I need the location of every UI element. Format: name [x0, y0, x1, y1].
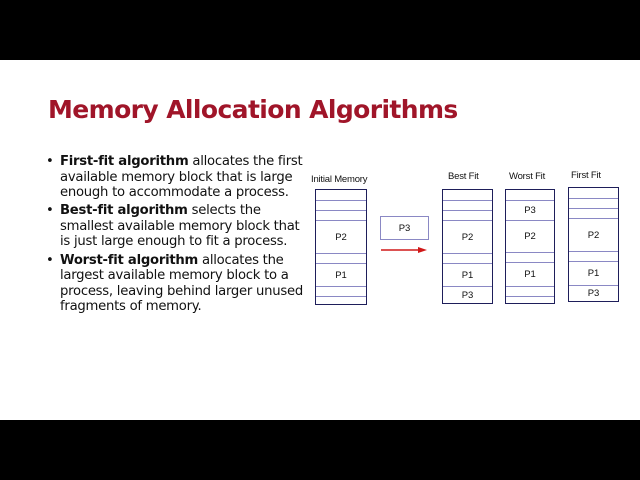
memory-block-p2: P2 [569, 218, 618, 251]
memory-block-free [316, 286, 366, 296]
memory-block-p2: P2 [443, 220, 492, 253]
memory-block-p2: P2 [316, 220, 366, 253]
label-first-fit: First Fit [571, 170, 601, 181]
label-worst-fit: Worst Fit [509, 171, 546, 182]
memory-block-free [316, 200, 366, 210]
memory-block-free [316, 296, 366, 304]
bullet-dot-icon: • [46, 154, 54, 169]
memory-block-free [443, 253, 492, 263]
memory-block-p3: P3 [569, 285, 618, 301]
bullet-text: allocates the largest available memory b… [60, 252, 303, 315]
label-initial-memory: Initial Memory [311, 174, 368, 185]
memory-block-p1: P1 [569, 261, 618, 285]
bullet-worst-fit: • Worst-fit algorithm allocates the larg… [45, 253, 307, 315]
memory-block-p3: P3 [506, 200, 554, 220]
memory-block-p2: P2 [506, 220, 554, 252]
memory-allocation-diagram: Initial Memory Best Fit Worst Fit First … [0, 60, 640, 420]
bullet-term: Worst-fit algorithm [60, 252, 199, 268]
memory-block-free [443, 190, 492, 200]
bullet-dot-icon: • [46, 203, 54, 219]
bullet-term: First-fit algorithm [60, 154, 189, 169]
slide: Memory Allocation Algorithms • First-fit… [0, 60, 640, 420]
bullet-text: selects the smallest available memory bl… [60, 203, 300, 250]
arrow-right-icon [381, 247, 427, 253]
incoming-process-p3: P3 [380, 216, 429, 240]
letterbox-bottom [0, 420, 640, 480]
memory-block-free [443, 210, 492, 220]
memory-block-free [316, 210, 366, 220]
memory-column-initial: P2 P1 [315, 189, 367, 305]
memory-block-free [569, 198, 618, 208]
memory-block-p1: P1 [506, 262, 554, 286]
memory-block-free [506, 286, 554, 296]
memory-block-free [443, 200, 492, 210]
memory-block-free [316, 253, 366, 263]
memory-column-worst-fit: P3 P2 P1 [505, 189, 555, 304]
bullet-text: allocates the first available memory blo… [60, 154, 303, 201]
memory-column-first-fit: P2 P1 P3 [568, 187, 619, 302]
memory-block-free [569, 208, 618, 218]
memory-block-p1: P1 [443, 263, 492, 286]
memory-block-free [506, 296, 554, 303]
bullet-term: Best-fit algorithm [60, 203, 188, 219]
label-best-fit: Best Fit [448, 171, 479, 182]
memory-block-free [569, 188, 618, 198]
memory-block-free [569, 251, 618, 261]
memory-block-free [506, 190, 554, 200]
memory-block-free [316, 190, 366, 200]
bullet-list: • First-fit algorithm allocates the firs… [45, 154, 307, 317]
bullet-best-fit: • Best-fit algorithm selects the smalles… [45, 203, 307, 250]
bullet-dot-icon: • [46, 252, 54, 268]
letterbox-top [0, 0, 640, 60]
bullet-first-fit: • First-fit algorithm allocates the firs… [45, 154, 307, 201]
memory-block-p3: P3 [443, 286, 492, 303]
memory-block-free [506, 252, 554, 262]
memory-block-p1: P1 [316, 263, 366, 286]
slide-title: Memory Allocation Algorithms [48, 95, 458, 124]
memory-column-best-fit: P2 P1 P3 [442, 189, 493, 304]
